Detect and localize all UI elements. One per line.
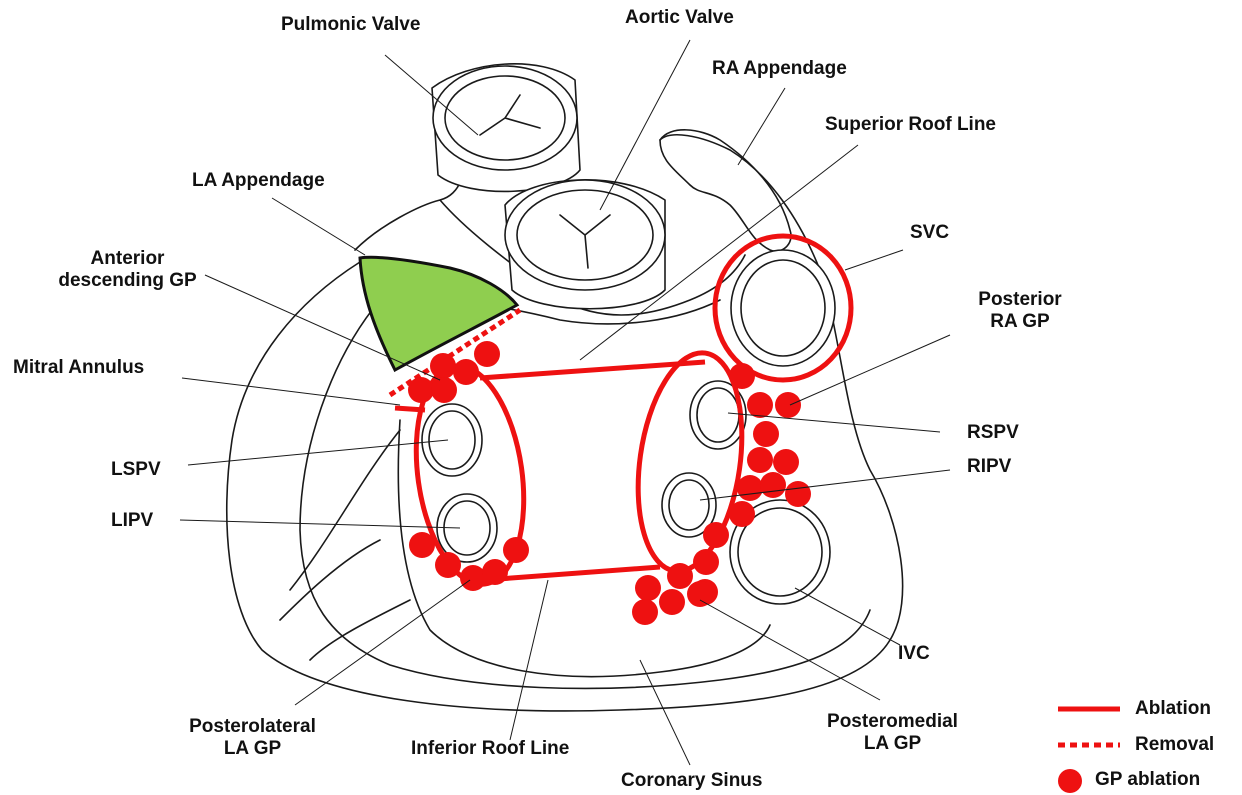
label-posterolateral-la-gp: Posterolateral LA GP: [165, 716, 340, 760]
gp-ablation-dot: [729, 501, 755, 527]
gp-ablation-dot: [453, 359, 479, 385]
label-anterior-descending-gp: Anterior descending GP: [25, 248, 230, 292]
gp-ablation-dot: [474, 341, 500, 367]
label-posteromedial-la-gp: Posteromedial LA GP: [805, 711, 980, 755]
legend-gp-swatch: [1058, 769, 1082, 793]
gp-ablation-dot: [703, 522, 729, 548]
legend-gp-ablation-label: GP ablation: [1095, 769, 1200, 791]
gp-ablation-dot: [482, 559, 508, 585]
gp-ablation-dot: [693, 549, 719, 575]
label-superior-roof-line: Superior Roof Line: [825, 114, 996, 136]
gp-ablation-dot: [408, 377, 434, 403]
label-la-appendage: LA Appendage: [192, 170, 325, 192]
label-svc: SVC: [910, 222, 949, 244]
gp-ablation-dot: [747, 447, 773, 473]
inferior-roof-line: [485, 567, 660, 580]
lspv-vein: [422, 404, 482, 476]
gp-ablation-dot: [687, 581, 713, 607]
label-ripv: RIPV: [967, 456, 1011, 478]
gp-ablation-dot: [773, 449, 799, 475]
label-inferior-roof-line: Inferior Roof Line: [411, 738, 569, 760]
legend-ablation-label: Ablation: [1135, 698, 1211, 720]
label-lspv: LSPV: [111, 459, 161, 481]
gp-ablation-dot: [503, 537, 529, 563]
label-ra-appendage: RA Appendage: [712, 58, 847, 80]
gp-ablation-dot: [775, 392, 801, 418]
gp-ablation-dot: [667, 563, 693, 589]
label-mitral-annulus: Mitral Annulus: [13, 357, 144, 379]
label-coronary-sinus: Coronary Sinus: [621, 770, 762, 792]
label-aortic-valve: Aortic Valve: [625, 7, 734, 29]
legend-removal-label: Removal: [1135, 734, 1214, 756]
label-posterior-ra-gp: Posterior RA GP: [955, 289, 1085, 333]
aortic-valve: [505, 180, 665, 309]
gp-ablation-dot: [431, 377, 457, 403]
gp-ablation-dot: [430, 353, 456, 379]
pulmonic-valve: [432, 64, 580, 192]
gp-ablation-dot: [753, 421, 779, 447]
gp-ablation-dot: [785, 481, 811, 507]
left-vein-branches: [280, 430, 410, 660]
gp-ablation-dot: [729, 363, 755, 389]
gp-ablation-dot: [747, 392, 773, 418]
gp-ablation-dot: [409, 532, 435, 558]
svc-vessel: [731, 250, 835, 366]
gp-ablation-dot: [435, 552, 461, 578]
label-pulmonic-valve: Pulmonic Valve: [281, 14, 420, 36]
gp-ablation-dot: [632, 599, 658, 625]
label-lipv: LIPV: [111, 510, 153, 532]
gp-ablation-dot: [635, 575, 661, 601]
gp-ablation-dot: [760, 472, 786, 498]
gp-ablation-dot: [659, 589, 685, 615]
gp-ablation-dot: [460, 565, 486, 591]
label-rspv: RSPV: [967, 422, 1019, 444]
label-ivc: IVC: [898, 643, 930, 665]
gp-ablation-dot: [737, 475, 763, 501]
